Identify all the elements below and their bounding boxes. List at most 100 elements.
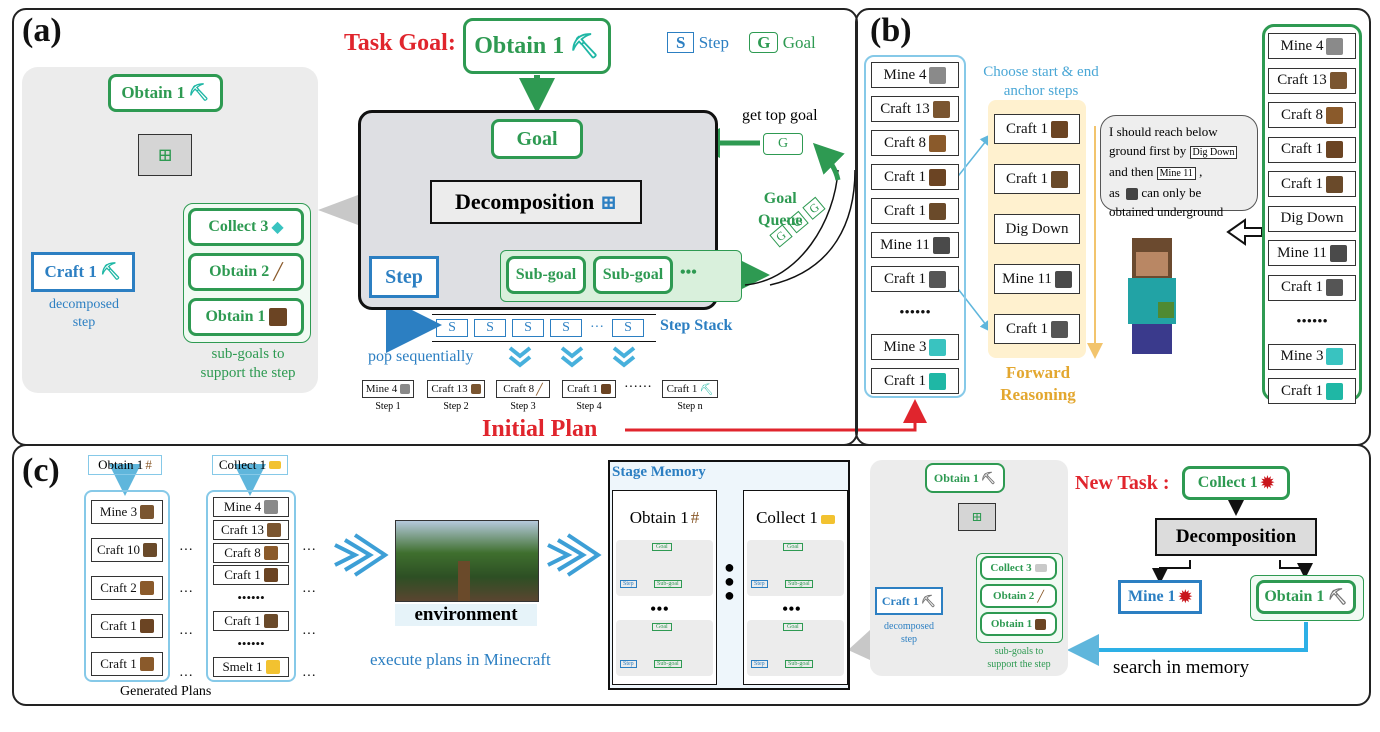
hierarchy-icon: ⊞ [138, 134, 192, 176]
plan-item: Craft 1 [994, 114, 1080, 144]
plan-item: Mine 4 [1268, 33, 1356, 59]
speech-line: I should reach below [1109, 124, 1218, 139]
stack-cell: S [512, 319, 544, 337]
plan-item-text: Craft 8 [1280, 106, 1324, 123]
initial-step: Craft 8╱ [496, 380, 550, 398]
step-caption: Step 2 [443, 401, 469, 412]
mem-subgoal-text: Collect 3 [990, 562, 1032, 574]
initial-step: Craft 1 [562, 380, 616, 398]
legend-goal-text: Goal [782, 33, 816, 52]
plan-item-text: Mine 11 [1002, 270, 1052, 287]
gap-dots: ··· [179, 543, 193, 558]
plan-item: Craft 1 [871, 198, 959, 224]
speech-line: obtained underground [1109, 204, 1224, 219]
initial-step: Craft 1⛏ [662, 380, 718, 398]
panel-c-label: (c) [22, 452, 60, 489]
furnace-icon [1051, 320, 1069, 338]
left-craft-box: Craft 1⛏ [31, 252, 135, 292]
plan-item-text: Craft 1 [100, 618, 137, 633]
plan-item-text: Craft 8 [224, 544, 261, 560]
step-stack-label: Step Stack [660, 317, 733, 334]
plan-item-text: Mine 3 [1280, 348, 1324, 364]
diamond-icon: ◆ [271, 219, 284, 236]
plan-item: Craft 1 [1268, 274, 1356, 301]
iron-ingot-icon [1034, 564, 1047, 572]
initial-step: Craft 13 [427, 380, 485, 398]
plan-item: Craft 13 [1268, 67, 1356, 94]
new-task-label: New Task : [1075, 472, 1170, 494]
caption-line: step [900, 634, 918, 645]
stage-memory-title: Stage Memory [612, 464, 706, 480]
stone-icon [929, 66, 947, 84]
new-decomposition-box: Decomposition [1155, 518, 1317, 556]
mini-sub: Sub-goal [654, 580, 682, 588]
coal-ore-icon [932, 236, 950, 254]
mem-root-text: Obtain 1 [933, 470, 979, 485]
crafting-table-icon [139, 619, 154, 633]
memory-header-1: Obtain 1# [612, 508, 717, 528]
stick-icon [1326, 106, 1344, 124]
plan-item: Smelt 1 [213, 656, 289, 677]
plan-item-text: Craft 1 [1280, 279, 1324, 295]
plan-item: Craft 13 [871, 96, 959, 122]
step-caption: Step n [677, 401, 703, 412]
stick-icon [263, 545, 278, 560]
decomposition-box: Decomposition ⊞ [430, 180, 642, 224]
get-top-goal-text: get top goal [742, 107, 818, 124]
plan-item-text: Craft 1 [1280, 382, 1324, 399]
left-root-text: Obtain 1 [121, 83, 186, 102]
plan-item-text: Craft 13 [880, 100, 930, 117]
plan-item-text: Craft 2 [100, 580, 137, 595]
step-text: Craft 1 [567, 383, 598, 395]
wooden-pickaxe-icon [1051, 170, 1069, 188]
subgoal-dots: ••• [680, 264, 697, 281]
crafting-table-icon [1051, 120, 1069, 138]
wooden-pickaxe-icon [929, 202, 947, 220]
plan-item: Mine 11 [871, 232, 959, 258]
execute-caption: execute plans in Minecraft [370, 650, 551, 669]
plan-item: Dig Down [1268, 205, 1356, 232]
mini-goal: Goal [783, 623, 803, 631]
stone-icon [400, 384, 411, 394]
initial-step: Mine 4 [362, 380, 414, 398]
mem-subgoal: Obtain 2╱ [980, 584, 1057, 608]
generated-plans-caption: Generated Plans [120, 684, 212, 699]
planks-icon [470, 384, 481, 394]
character-legs [1132, 324, 1172, 354]
plan-item-text: Mine 11 [880, 236, 930, 253]
crafting-table-icon [929, 168, 947, 186]
legend-goal-key: G [749, 32, 779, 53]
plan-item: Mine 3 [91, 500, 163, 524]
stack-cell: S [550, 319, 582, 337]
mem-text: Obtain 1 [629, 508, 689, 527]
step-text: Craft 1 [666, 383, 698, 395]
crafting-table-icon [1326, 141, 1344, 158]
panel-b-label: (b) [870, 12, 912, 49]
caption-line: support the step [200, 365, 296, 381]
decomposition-text: Decomposition [454, 189, 595, 214]
subgoal-caption: sub-goals to support the step [183, 345, 313, 383]
plan1-list [84, 490, 170, 682]
dig-down-chip: Dig Down [1189, 146, 1238, 159]
plan-item-text: Mine 4 [223, 499, 262, 514]
stack-cell: S [474, 319, 506, 337]
forward-reasoning: Forward Reasoning [988, 362, 1088, 406]
coal-ore-icon [1054, 270, 1072, 288]
iron-pickaxe-icon: ⛏ [980, 470, 997, 485]
step-box: Step [369, 256, 439, 298]
speech-text: ground first by [1109, 143, 1187, 158]
memory-vertical-dots: ●●● [724, 557, 735, 605]
diamond-pickaxe-icon [929, 372, 947, 390]
plan-item-text: Mine 4 [883, 66, 927, 83]
legend-step-text: Step [698, 33, 729, 52]
plan-item-text: Mine 4 [1280, 37, 1324, 54]
stone-icon [264, 500, 279, 514]
tree-trunk [458, 561, 470, 601]
mem-text: Collect 1 [756, 508, 818, 527]
subgoal-text: Obtain 1 [205, 308, 266, 325]
plan-item: Craft 1 [213, 565, 289, 586]
stack-cell: S [436, 319, 468, 337]
mem-subgoal: Collect 3 [980, 556, 1057, 580]
plan-item-text: Craft 1 [1005, 120, 1049, 137]
plan-item: Craft 8 [213, 542, 289, 563]
